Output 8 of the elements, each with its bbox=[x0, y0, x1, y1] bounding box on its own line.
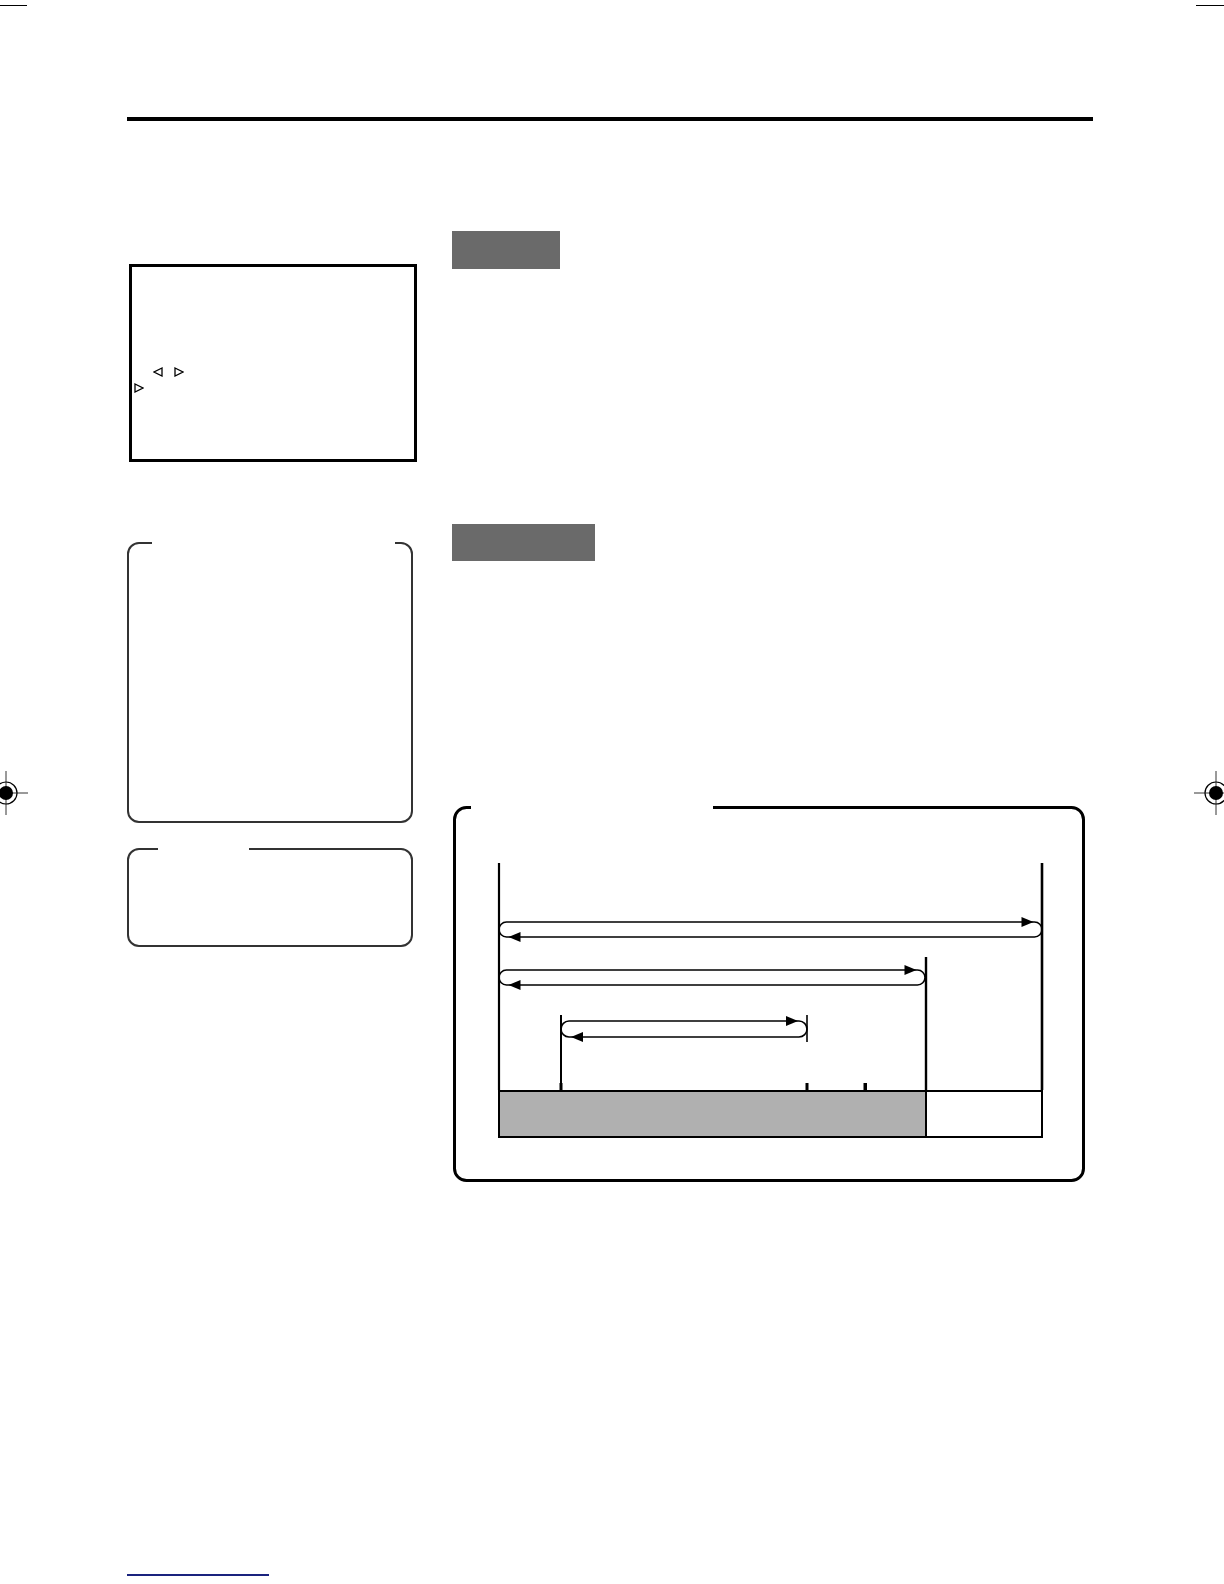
rounded-panel bbox=[127, 848, 413, 947]
rounded-panel bbox=[127, 542, 413, 823]
timeline-bar bbox=[498, 1090, 927, 1138]
diagram-panel bbox=[453, 806, 1085, 1182]
frame-box bbox=[129, 264, 417, 462]
header-tab bbox=[452, 524, 595, 561]
header-tab bbox=[452, 231, 560, 269]
timeline-segment bbox=[925, 1090, 1043, 1138]
